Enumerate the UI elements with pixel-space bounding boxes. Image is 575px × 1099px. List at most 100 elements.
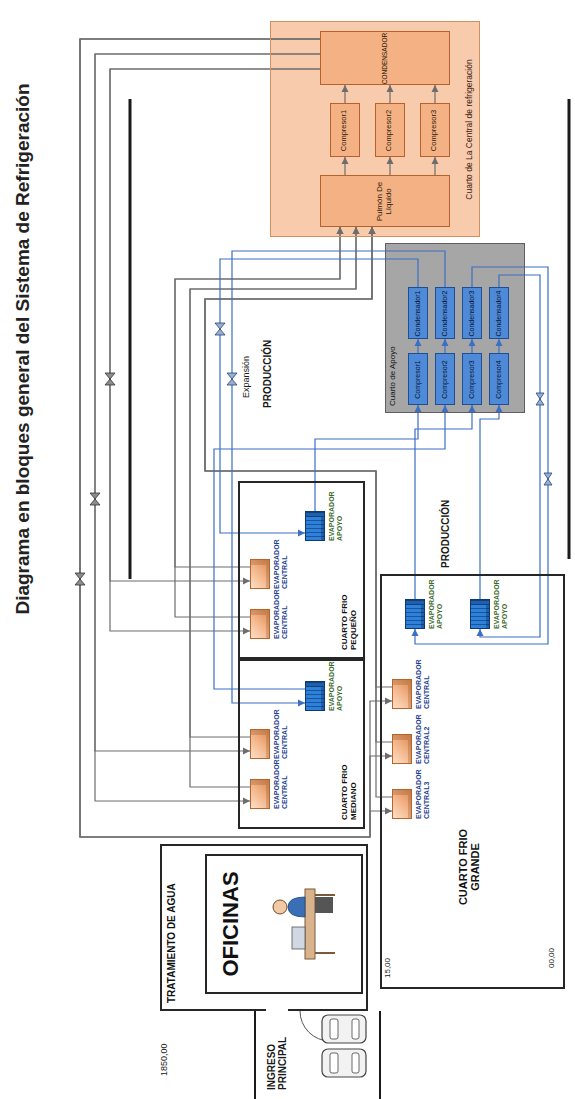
pipe-connector (471, 339, 472, 353)
node-label: EVAPORADOR CENTRAL (273, 703, 289, 759)
node-label: CONDENSADOR (381, 33, 388, 84)
office-worker-icon (273, 889, 335, 959)
pipe-connector (344, 157, 345, 175)
central-evaporator: EVAPORADOR CENTRAL3 (392, 789, 412, 819)
cold-room: EVAPORADOR CENTRAL3EVAPORADOR CENTRAL2EV… (380, 574, 565, 989)
pipe-connector (344, 85, 345, 103)
car-window (352, 1053, 359, 1073)
node-label: Compresor1 (414, 360, 422, 399)
wall (568, 99, 571, 559)
node-label: Compresor1 (340, 110, 348, 151)
room-fill (385, 243, 525, 413)
chair (315, 897, 333, 913)
component-box: Compresor3 (420, 104, 450, 158)
computer (292, 927, 305, 949)
component-box: Compresor1 (330, 104, 360, 158)
expansion-valve (544, 473, 552, 485)
car-window (330, 1053, 338, 1073)
node-label: Condensador3 (468, 291, 476, 337)
node-label: Compresor2 (385, 110, 393, 151)
wall (379, 1011, 381, 1099)
area-label: PRODUCCIÓN (262, 339, 273, 409)
expansion-valve (90, 493, 100, 505)
valve-label: Expansión (242, 355, 252, 399)
pipe-connector (232, 251, 445, 703)
node-label: Compresor2 (441, 360, 449, 399)
node-label: EVAPORADOR CENTRAL (273, 533, 289, 589)
component-box: Compresor1 (408, 354, 428, 406)
expansion-valve (105, 373, 115, 385)
node-label: Pulmón De Líquido (376, 179, 394, 225)
dimension-label: 00,00 (548, 947, 557, 969)
desk-leg (315, 952, 335, 954)
node-label: EVAPORADOR CENTRAL (415, 653, 431, 709)
dimension-label: 15,00 (384, 957, 393, 979)
support-evaporator: EVAPORADOR APOYO (470, 599, 490, 629)
pipe-connector (80, 39, 392, 837)
pipe-connector (480, 405, 499, 599)
node-label: Cuarto de Apoyo (389, 286, 398, 406)
node-label: CUARTO FRIO GRANDE (457, 817, 482, 917)
component-box: CONDENSADOR (320, 32, 450, 86)
office-room: OFICINAS (205, 854, 363, 994)
node-label: OFICINAS (219, 856, 244, 992)
node-label: Condensador1 (414, 291, 422, 337)
node-label: Compresor3 (430, 110, 438, 151)
support-evaporator: EVAPORADOR APOYO (405, 599, 425, 629)
node-label: Compresor4 (495, 360, 503, 399)
central-evaporator: EVAPORADOR CENTRAL (250, 609, 270, 639)
node-label: Condensador2 (441, 291, 449, 337)
pipe-connector (417, 339, 418, 353)
central-evaporator: EVAPORADOR CENTRAL (250, 559, 270, 589)
component-box: Pulmón De Líquido (320, 176, 450, 228)
node-label: EVAPORADOR APOYO (428, 573, 444, 629)
pipe-connector (110, 69, 320, 581)
cold-room: EVAPORADOR CENTRALEVAPORADOR CENTRALEVAP… (238, 659, 365, 829)
pipe-connector (95, 54, 320, 751)
node-label: EVAPORADOR APOYO (328, 485, 344, 541)
machine-room: Pulmón De Líquido Compresor1 Compresor2 Com… (270, 21, 480, 237)
expansion-valve (215, 323, 225, 335)
pipe-connector (434, 157, 435, 175)
pipe-connector (214, 405, 445, 689)
node-label: EVAPORADOR CENTRAL2 (415, 708, 431, 764)
pipe-connector (220, 259, 418, 533)
head (273, 900, 287, 914)
component-box: Condensador3 (462, 288, 482, 340)
node-label: CUARTO FRIO PEQUEÑO (341, 576, 359, 650)
wall (129, 99, 132, 579)
component-box: Compresor4 (489, 354, 509, 406)
wall (254, 1011, 256, 1099)
entrance-label: INGRESO PRINCIPAL (266, 1009, 288, 1091)
node-label: EVAPORADOR CENTRAL (273, 753, 289, 809)
node-label: EVAPORADOR APOYO (493, 573, 509, 629)
desk-leg (315, 894, 335, 896)
node-label: Compresor3 (468, 360, 476, 399)
car (322, 1015, 366, 1043)
support-room: Compresor1 Condensador1Compresor2 Condensa… (385, 243, 525, 413)
component-box: Condensador1 (408, 288, 428, 340)
pipe-connector (389, 85, 390, 103)
support-evaporator: EVAPORADOR APOYO (305, 681, 325, 711)
pipe-connector (80, 39, 392, 837)
car-body (322, 1049, 366, 1077)
car-body (322, 1015, 366, 1043)
node-label: TRATAMIENTO DE AGUA (166, 853, 177, 1003)
pipe-connector (205, 227, 392, 687)
pipe-connector (175, 227, 340, 567)
diagram-title: Diagrama en bloques general del Sistema … (12, 19, 33, 679)
central-evaporator: EVAPORADOR CENTRAL2 (392, 734, 412, 764)
expansion-valve (227, 373, 237, 385)
node-label: Condensador4 (495, 291, 503, 337)
expansion-valve (536, 393, 544, 405)
central-evaporator: EVAPORADOR CENTRAL (250, 729, 270, 759)
component-box: Condensador4 (489, 288, 509, 340)
component-box: Condensador2 (435, 288, 455, 340)
central-evaporator: EVAPORADOR CENTRAL (392, 679, 412, 709)
desk (305, 889, 315, 959)
pipe-connector (415, 405, 472, 599)
